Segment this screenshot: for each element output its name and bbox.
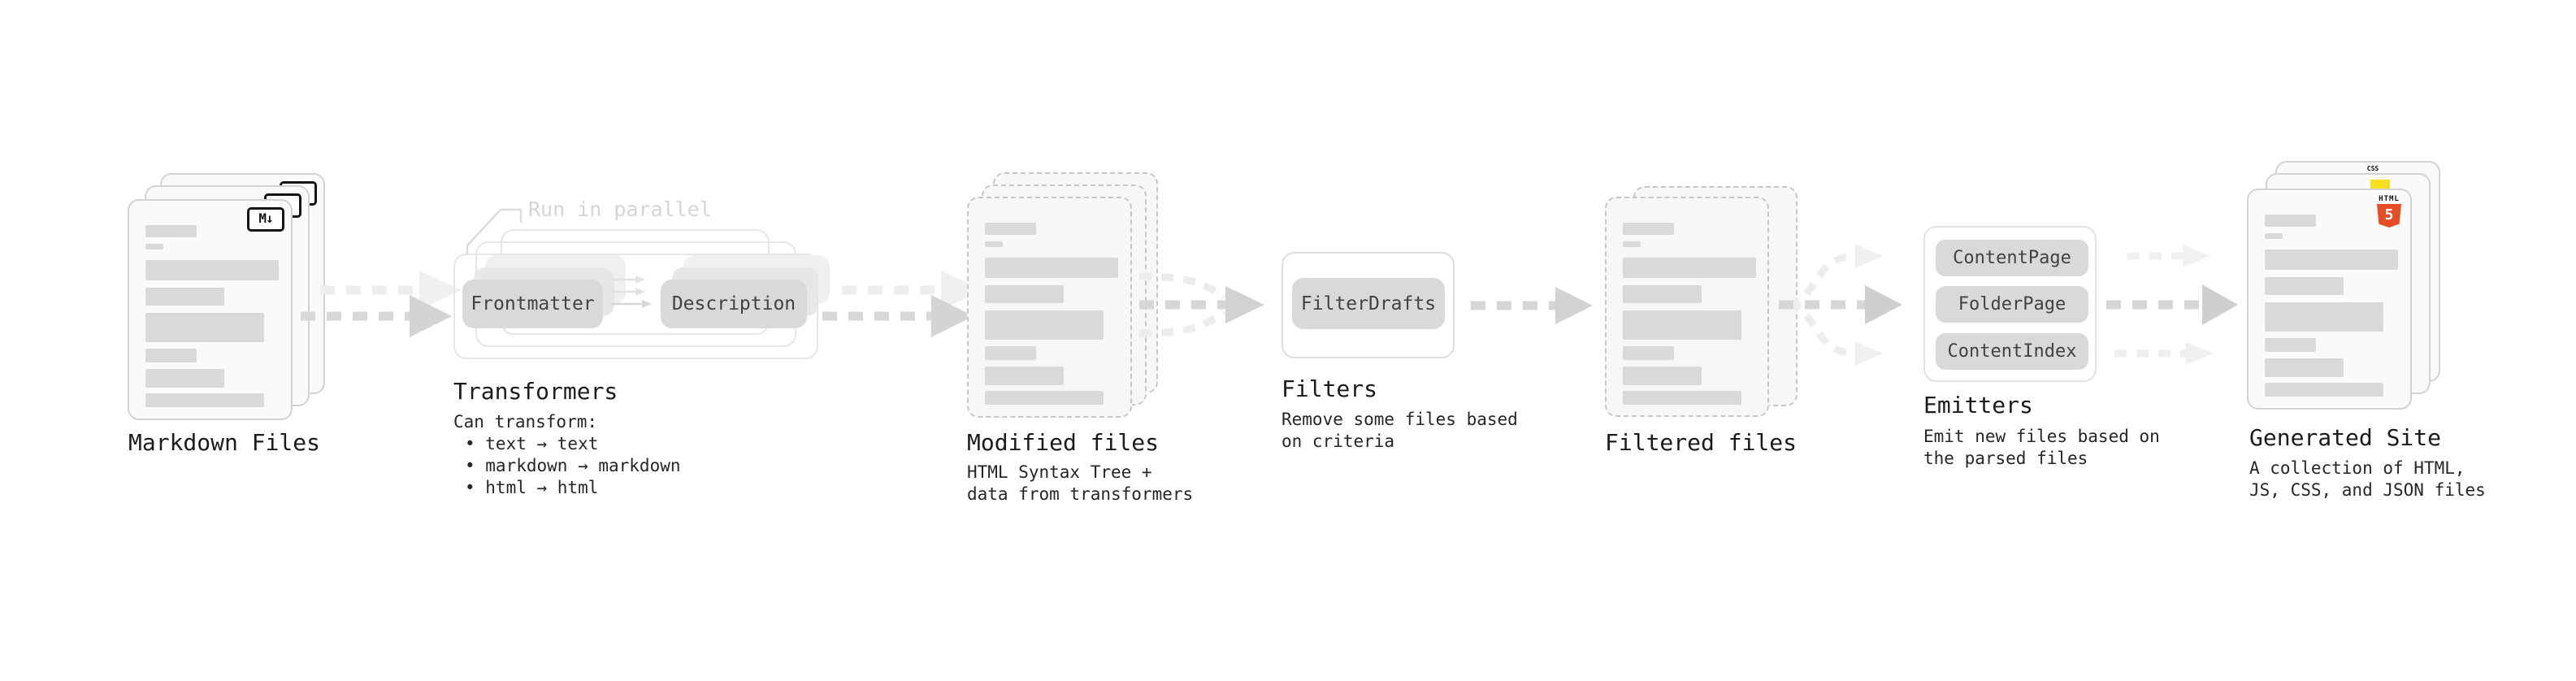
modified-desc-line: data from transformers <box>967 484 1194 504</box>
generated-site-label: Generated Site <box>2249 424 2442 451</box>
filter-drafts-pill: FilterDrafts <box>1292 278 1445 329</box>
content-index-pill: ContentIndex <box>1936 333 2088 370</box>
js-icon <box>2370 180 2390 189</box>
markdown-file-card-front: M↓ <box>128 199 293 420</box>
arrow-filters-to-filtered <box>1471 287 1593 324</box>
arrow-transformers-to-modified <box>822 271 983 337</box>
filters-description: Remove some files based on criteria <box>1281 409 1518 453</box>
transformers-description: Can transform: • text → text • markdown … <box>453 411 681 499</box>
run-in-parallel-callout-line <box>466 208 523 255</box>
filtered-files-label: Filtered files <box>1605 429 1798 456</box>
frontmatter-pill: Frontmatter <box>462 280 603 328</box>
content-page-pill: ContentPage <box>1936 240 2088 276</box>
emitters-desc-line: Emit new files based on <box>1923 427 2160 446</box>
run-in-parallel-note: Run in parallel <box>528 197 712 221</box>
generated-desc-line: JS, CSS, and JSON files <box>2249 480 2486 500</box>
transformers-desc-title: Can transform: <box>453 412 598 432</box>
generated-desc-line: A collection of HTML, <box>2249 458 2465 478</box>
text-placeholder-bars <box>1623 223 1756 405</box>
html5-icon: HTML 5 <box>2374 195 2404 228</box>
generated-html-card: HTML 5 <box>2247 189 2412 410</box>
modified-files-label: Modified files <box>967 429 1160 456</box>
filtered-file-card-front <box>1605 197 1769 417</box>
arrow-emitters-to-generated <box>2106 245 2238 365</box>
transformers-label: Transformers <box>453 378 618 405</box>
modified-files-description: HTML Syntax Tree + data from transformer… <box>967 462 1193 505</box>
modified-file-card-front <box>967 197 1132 418</box>
markdown-files-label: Markdown Files <box>128 429 321 456</box>
markdown-icon: M↓ <box>247 207 284 232</box>
text-placeholder-bars <box>985 223 1118 405</box>
arrow-filtered-to-emitters-split <box>1779 244 1902 366</box>
generated-site-description: A collection of HTML, JS, CSS, and JSON … <box>2249 458 2486 501</box>
transformers-bullet: • html → html <box>465 478 599 497</box>
emitters-description: Emit new files based on the parsed files <box>1923 426 2160 470</box>
modified-desc-line: HTML Syntax Tree + <box>967 462 1152 482</box>
parallel-mini-arrows <box>611 275 652 308</box>
text-placeholder-bars <box>2265 215 2398 397</box>
emitters-box: ContentPage FolderPage ContentIndex <box>1923 226 2097 382</box>
emitters-label: Emitters <box>1923 392 2033 419</box>
arrow-markdown-to-transformers <box>301 271 462 337</box>
description-pill: Description <box>661 280 807 328</box>
filters-label: Filters <box>1281 375 1378 402</box>
filters-desc-line: on criteria <box>1281 432 1395 451</box>
transformers-bullet: • markdown → markdown <box>465 456 681 475</box>
text-placeholder-bars <box>145 225 279 407</box>
transformers-bullet: • text → text <box>465 434 599 453</box>
emitters-desc-line: the parsed files <box>1923 449 2088 468</box>
folder-page-pill: FolderPage <box>1936 286 2088 323</box>
arrow-modified-to-filters-merge <box>1138 272 1264 337</box>
filters-desc-line: Remove some files based <box>1281 410 1518 429</box>
